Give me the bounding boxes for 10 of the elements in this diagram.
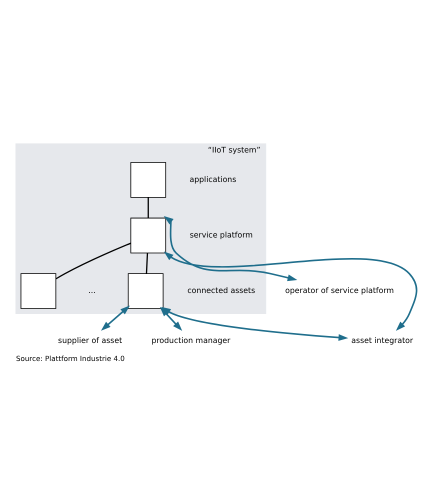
node-box bbox=[128, 272, 164, 308]
arrow bbox=[100, 304, 130, 330]
node-box bbox=[130, 217, 166, 253]
arrow bbox=[164, 215, 298, 281]
arrow bbox=[164, 250, 418, 330]
connector bbox=[148, 196, 149, 218]
node-box bbox=[130, 162, 166, 198]
node-box bbox=[20, 272, 56, 308]
connector bbox=[56, 242, 131, 279]
connector bbox=[146, 252, 148, 274]
